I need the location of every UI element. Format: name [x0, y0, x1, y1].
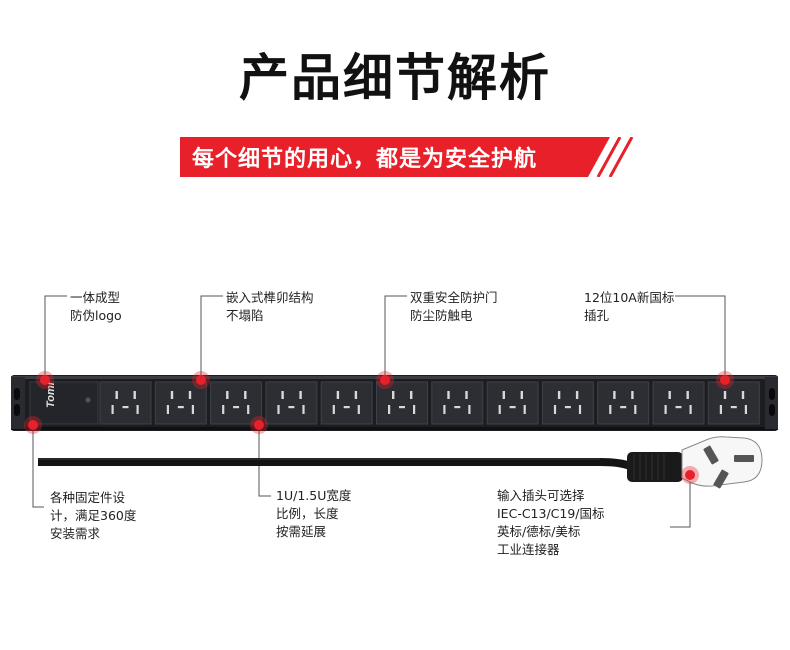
- banner-background: [180, 137, 634, 177]
- annotation-mount: 各种固定件设 计，满足360度 安装需求: [50, 489, 136, 543]
- annotation-line: 不塌陷: [226, 308, 264, 323]
- annotation-line: 比例，长度: [276, 506, 339, 521]
- marker-logo: [36, 371, 54, 389]
- annotation-line: 12位10A新国标: [584, 290, 675, 305]
- marker-width: [250, 416, 268, 434]
- annotation-plug: 输入插头可选择 IEC-C13/C19/国标 英标/德标/美标 工业连接器: [497, 487, 605, 559]
- marker-shutter: [376, 371, 394, 389]
- socket-1: [99, 381, 152, 425]
- annotation-width: 1U/1.5U宽度 比例，长度 按需延展: [276, 487, 351, 541]
- power-cable: [38, 458, 632, 470]
- annotation-line: 嵌入式榫卯结构: [226, 290, 314, 305]
- annotation-mortise: 嵌入式榫卯结构 不塌陷: [226, 289, 314, 325]
- socket-11: [652, 381, 705, 425]
- annotation-line: 输入插头可选择: [497, 488, 585, 503]
- annotation-line: 防尘防触电: [410, 308, 473, 323]
- socket-2: [154, 381, 207, 425]
- plug: [627, 436, 763, 489]
- marker-plug: [681, 466, 699, 484]
- annotation-line: 按需延展: [276, 524, 327, 539]
- annotation-line: 工业连接器: [497, 542, 560, 557]
- socket-8: [486, 381, 539, 425]
- socket-12: [707, 381, 760, 425]
- annotation-line: 安装需求: [50, 526, 101, 541]
- marker-mount: [24, 416, 42, 434]
- marker-socket: [716, 371, 734, 389]
- annotation-line: 一体成型: [70, 290, 121, 305]
- socket-row: [99, 381, 760, 425]
- marker-mortise: [192, 371, 210, 389]
- socket-4: [265, 381, 318, 425]
- annotation-line: 双重安全防护门: [410, 290, 498, 305]
- annotation-line: 计，满足360度: [50, 508, 137, 523]
- annotation-line: 各种固定件设: [50, 490, 126, 505]
- annotation-line: 1U/1.5U宽度: [276, 488, 352, 503]
- page-title: 产品细节解析: [239, 49, 551, 107]
- annotation-line: 英标/德标/美标: [497, 524, 581, 539]
- banner-text: 每个细节的用心，都是为安全护航: [192, 147, 538, 172]
- annotation-line: 防伪logo: [70, 308, 122, 323]
- annotation-line: IEC-C13/C19/国标: [497, 506, 605, 521]
- annotation-shutter: 双重安全防护门 防尘防触电: [410, 289, 498, 325]
- brand-logo: Tomi: [45, 381, 57, 408]
- annotation-logo: 一体成型 防伪logo: [70, 289, 122, 325]
- socket-5: [320, 381, 373, 425]
- socket-7: [431, 381, 484, 425]
- red-markers: [24, 371, 734, 484]
- socket-9: [541, 381, 594, 425]
- socket-3: [210, 381, 263, 425]
- socket-6: [376, 381, 428, 425]
- annotation-socket: 12位10A新国标 插孔: [584, 289, 674, 325]
- annotation-line: 插孔: [584, 308, 610, 323]
- leader-lines: [32, 295, 726, 528]
- socket-10: [597, 381, 650, 425]
